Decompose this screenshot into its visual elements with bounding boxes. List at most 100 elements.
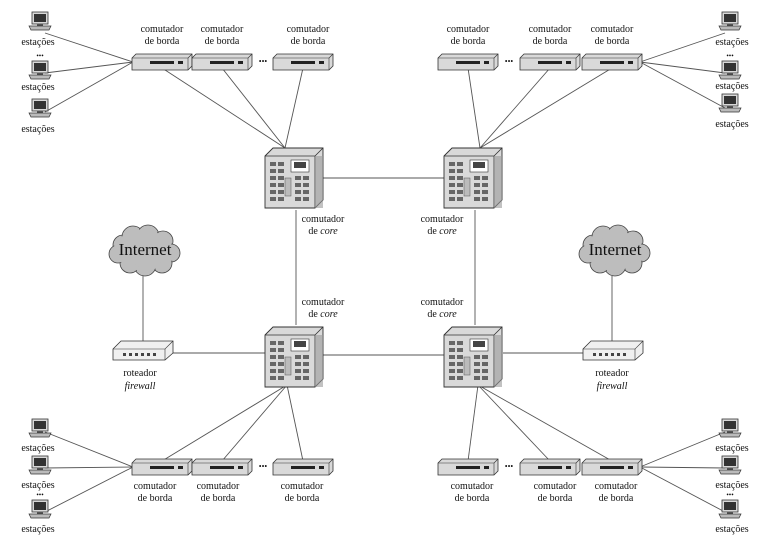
edge-core-link (221, 67, 286, 149)
core-switch (264, 147, 324, 209)
station-link (639, 466, 726, 513)
edge-switch (191, 53, 253, 71)
edge-switch-label: de borda (451, 36, 486, 47)
edge-switch-label: de borda (138, 493, 173, 504)
router-label: roteador (123, 368, 157, 379)
edge-switch (519, 53, 581, 71)
station-link (639, 61, 726, 74)
core-switch-label: comutador (421, 297, 464, 308)
edge-switch-label: de borda (599, 493, 634, 504)
edge-core-link (284, 67, 304, 149)
edge-switch-label: comutador (281, 481, 324, 492)
ellipsis: ••• (36, 491, 44, 499)
edge-switch-label: comutador (141, 24, 184, 35)
internet-label: Internet (119, 240, 172, 259)
edge-switch-label: comutador (534, 481, 577, 492)
stations-label: estações (21, 37, 54, 48)
stations-label: estações (21, 82, 54, 93)
stations-label: estações (715, 443, 748, 454)
edge-switch-label: comutador (447, 24, 490, 35)
workstation-icon (28, 418, 52, 438)
core-switch (443, 326, 503, 388)
core-switch (443, 147, 503, 209)
ellipsis: ••• (259, 462, 268, 471)
edge-core-link (479, 67, 613, 149)
stations-label: estações (21, 524, 54, 535)
edge-switch-label: de borda (595, 36, 630, 47)
edge-core-link (477, 384, 613, 462)
edge-switch-label: comutador (287, 24, 330, 35)
core-switch-label: comutador (421, 214, 464, 225)
edge-core-link (479, 67, 551, 149)
stations-label: estações (21, 124, 54, 135)
links (44, 32, 726, 513)
internet-cloud-icon (108, 224, 181, 277)
core-switch-label: comutador (302, 297, 345, 308)
edge-switch (581, 458, 643, 476)
core-switch-label: de core (308, 226, 338, 237)
edge-switch-label: comutador (595, 481, 638, 492)
workstation-icon (28, 499, 52, 519)
edge-core-link (161, 384, 288, 462)
edge-core-link (161, 67, 286, 149)
station-link (639, 466, 726, 469)
ellipsis: ••• (259, 57, 268, 66)
station-link (44, 466, 134, 469)
station-link (44, 61, 134, 113)
stations-label: estações (21, 480, 54, 491)
router-label: roteador (595, 368, 629, 379)
edge-switch-label: de borda (205, 36, 240, 47)
edge-switch-label: comutador (529, 24, 572, 35)
station-link (44, 32, 134, 63)
workstation-icon (28, 11, 52, 31)
edge-switch-label: comutador (591, 24, 634, 35)
edge-switch-label: de borda (145, 36, 180, 47)
edge-core-link (286, 384, 304, 462)
edge-switch (581, 53, 643, 71)
edge-switch (437, 458, 499, 476)
station-link (44, 61, 134, 74)
core-switch (264, 326, 324, 388)
workstation-icon (718, 60, 742, 80)
workstation-icon (718, 418, 742, 438)
edge-switch-label: de borda (201, 493, 236, 504)
station-link (44, 466, 134, 513)
edge-switch (272, 53, 334, 71)
router-icon (112, 340, 174, 361)
edge-switch (191, 458, 253, 476)
workstation-icon (28, 98, 52, 118)
edge-switch-label: comutador (134, 481, 177, 492)
workstation-icon (718, 455, 742, 475)
stations-label: estações (715, 81, 748, 92)
internet-cloud-icon (578, 224, 651, 277)
station-link (639, 61, 726, 109)
edge-switch-label: comutador (451, 481, 494, 492)
edge-switch-label: de borda (538, 493, 573, 504)
edge-switch (131, 53, 193, 71)
edge-core-link (221, 384, 288, 462)
workstation-icon (28, 60, 52, 80)
edge-core-link (477, 384, 551, 462)
workstation-icon (718, 93, 742, 113)
core-switch-label: de core (308, 309, 338, 320)
internet-label: Internet (589, 240, 642, 259)
edge-switch-label: comutador (201, 24, 244, 35)
workstation-icon (718, 499, 742, 519)
edge-switch-label: comutador (197, 481, 240, 492)
edge-core-link (467, 384, 479, 462)
edge-switch (519, 458, 581, 476)
edge-switch (437, 53, 499, 71)
stations-label: estações (715, 37, 748, 48)
edge-switch (272, 458, 334, 476)
router-label: firewall (597, 381, 628, 392)
workstation-icon (28, 455, 52, 475)
edge-switch-label: de borda (285, 493, 320, 504)
stations-label: estações (21, 443, 54, 454)
edge-core-link (467, 67, 481, 149)
core-switch-label: comutador (302, 214, 345, 225)
edge-switch-label: de borda (291, 36, 326, 47)
ellipsis: ••• (726, 52, 734, 60)
stations-label: estações (715, 480, 748, 491)
